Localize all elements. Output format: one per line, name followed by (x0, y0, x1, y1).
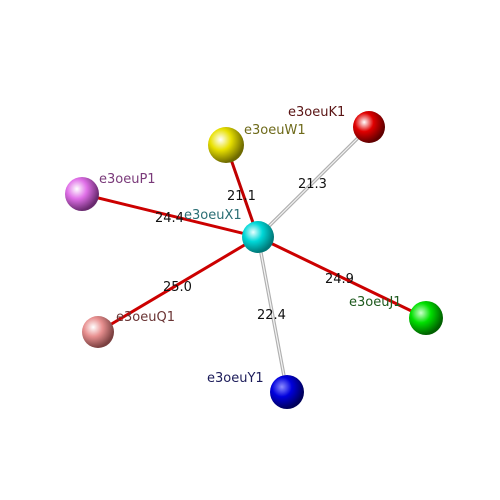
distance-x1-k1: 21.3 (298, 177, 327, 192)
label-e3oeuY1: e3oeuY1 (207, 371, 264, 386)
atom-e3oeuK1[interactable] (353, 111, 385, 143)
atom-labels: e3oeuK1 e3oeuW1 e3oeuP1 e3oeuX1 e3oeuJ1 … (99, 105, 402, 386)
bonds (81, 126, 427, 393)
distance-x1-w1: 21.1 (227, 189, 256, 204)
bond-x1-q1 (97, 235, 259, 334)
atom-e3oeuW1[interactable] (208, 127, 244, 163)
bond-x1-y1-highlight (257, 236, 288, 393)
distance-x1-p1: 24.4 (155, 211, 184, 226)
atom-e3oeuP1[interactable] (65, 177, 99, 211)
atom-e3oeuJ1[interactable] (409, 301, 443, 335)
bond-x1-k1-highlight (257, 127, 369, 238)
atoms (65, 111, 443, 409)
label-e3oeuK1: e3oeuK1 (288, 105, 345, 120)
distance-x1-j1: 24.9 (325, 272, 354, 287)
atom-e3oeuX1[interactable] (242, 221, 274, 253)
label-e3oeuJ1: e3oeuJ1 (349, 295, 402, 310)
bond-x1-j1 (257, 235, 427, 320)
atom-e3oeuQ1[interactable] (82, 316, 114, 348)
label-e3oeuQ1: e3oeuQ1 (116, 310, 175, 325)
atom-e3oeuY1[interactable] (270, 375, 304, 409)
distance-x1-q1: 25.0 (163, 280, 192, 295)
label-e3oeuP1: e3oeuP1 (99, 172, 156, 187)
label-e3oeuW1: e3oeuW1 (244, 123, 306, 138)
distance-labels: 21.3 21.1 24.4 25.0 22.4 24.9 (155, 177, 354, 323)
distance-x1-y1: 22.4 (257, 308, 286, 323)
bond-x1-p1 (81, 192, 259, 239)
label-e3oeuX1: e3oeuX1 (184, 208, 242, 223)
